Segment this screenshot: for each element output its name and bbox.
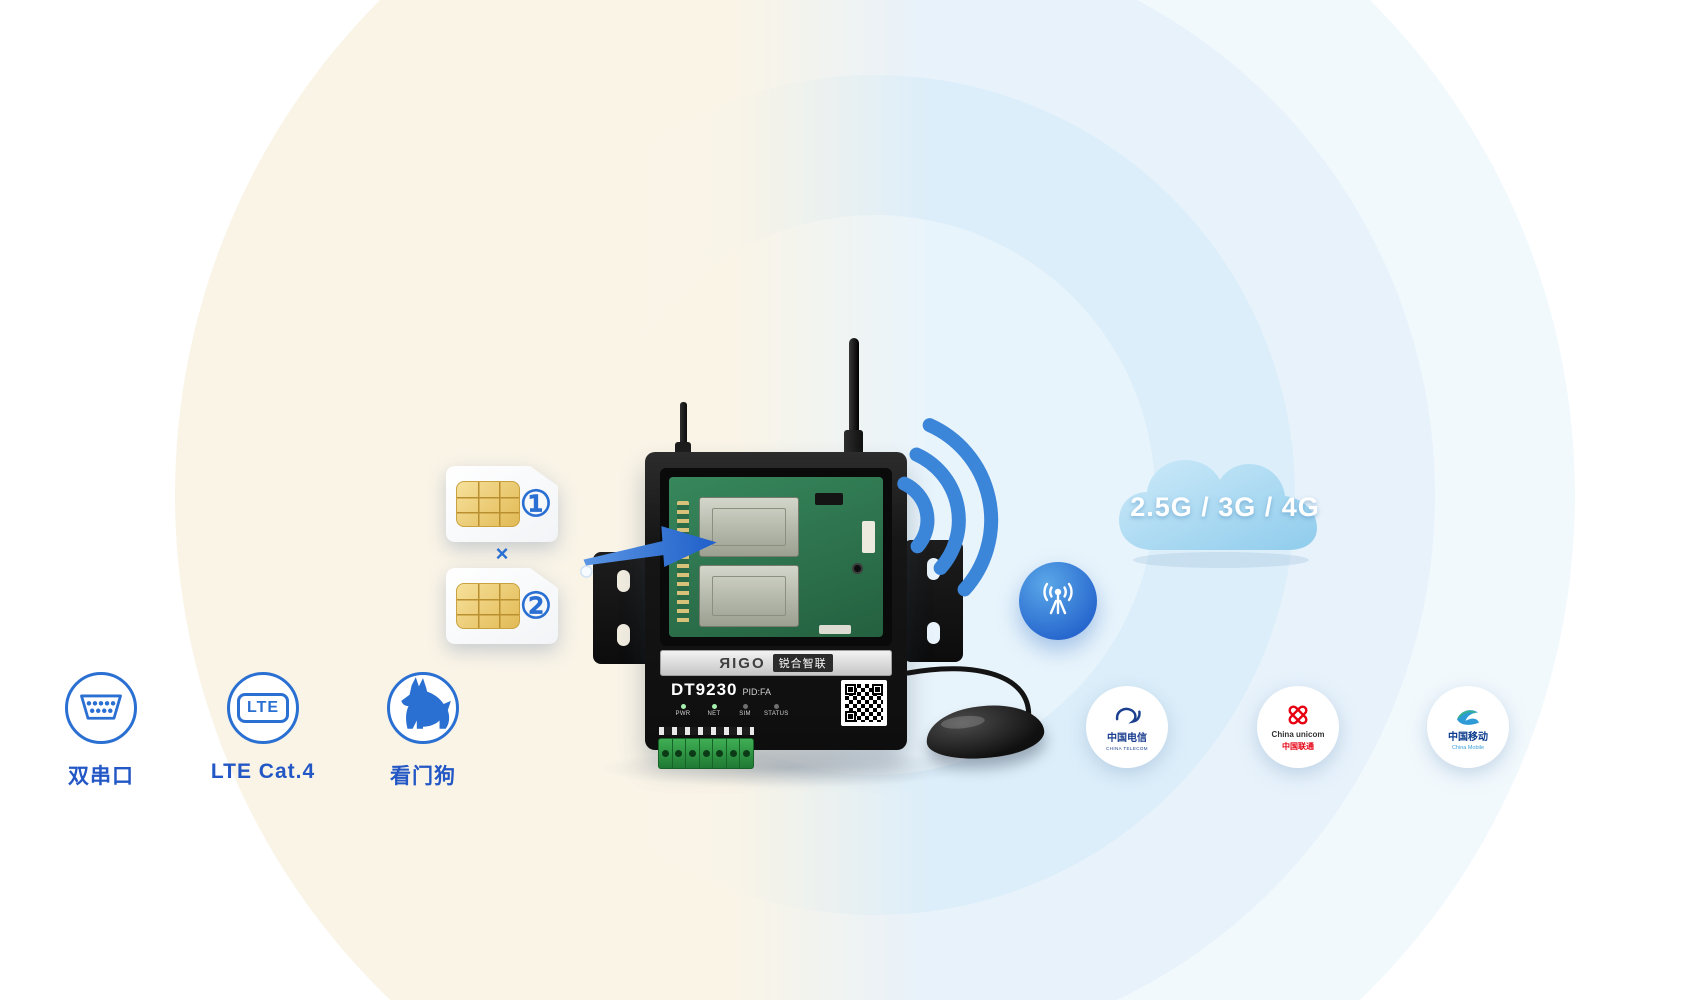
signal-waves-icon [897, 418, 999, 597]
qr-finder [872, 684, 883, 695]
serial-port-icon [65, 672, 137, 744]
mounting-hole [617, 570, 630, 592]
led-status: STATUS [764, 704, 788, 717]
lte-icon: LTE [227, 672, 299, 744]
pcb-component [819, 625, 851, 634]
pcb-connector [862, 521, 875, 553]
sim-slot-1 [699, 497, 799, 557]
carrier-china-mobile: 中国移动 China Mobile [1427, 686, 1509, 768]
feature-dual-serial: 双串口 [21, 672, 181, 790]
broadcast-antenna-icon [1019, 562, 1097, 640]
terminal-cell [700, 739, 714, 768]
qr-pattern [845, 684, 883, 722]
mounting-flange-left [593, 552, 655, 664]
feature-watchdog-label: 看门狗 [390, 765, 456, 788]
sim-card-1-number: ① [519, 483, 552, 524]
terminal-cell [673, 739, 687, 768]
led-net: NET [702, 704, 726, 717]
qr-finder [845, 684, 856, 695]
terminal-cell [686, 739, 700, 768]
carrier-china-unicom: China unicom 中国联通 [1257, 686, 1339, 768]
dtu-device: ЯIGO 锐合智联 DT9230 PID:FA PWR NET SIM STAT… [645, 452, 907, 750]
led-dot [773, 704, 779, 709]
china-unicom-icon [1288, 705, 1308, 725]
model-row: DT9230 PID:FA [671, 680, 771, 700]
china-mobile-icon [1457, 709, 1479, 725]
sim-card-2: ② [446, 568, 558, 644]
antenna-right-base [844, 430, 863, 456]
db9-connector-icon [80, 694, 122, 720]
china-telecom-icon [1115, 707, 1141, 724]
brand-logo-text: ЯIGO [719, 654, 766, 672]
watchdog-icon [387, 672, 459, 744]
carrier-name-cn: 中国电信 [1107, 733, 1147, 744]
carrier-name-cn: 中国联通 [1282, 742, 1314, 751]
brand-chinese-name: 锐合智联 [772, 654, 833, 672]
qr-finder [845, 711, 856, 722]
pcb-component [815, 493, 843, 505]
sim-card-2-number: ② [519, 585, 552, 626]
led-dot [711, 704, 717, 709]
sim-slot-2 [699, 565, 799, 627]
terminal-cell [659, 739, 673, 768]
led-indicator-row: PWR NET SIM STATUS [671, 704, 788, 717]
led-sim: SIM [733, 704, 757, 717]
lte-badge: LTE [236, 693, 290, 723]
sim-multiply-mark: × [495, 541, 509, 566]
led-pwr: PWR [671, 704, 695, 717]
insert-arrow-icon [580, 526, 717, 578]
feature-dual-serial-label: 双串口 [68, 765, 134, 788]
terminal-cell [713, 739, 727, 768]
brand-label-band: ЯIGO 锐合智联 [660, 650, 892, 676]
antenna-glyph [1043, 582, 1073, 615]
qr-code [841, 680, 887, 726]
mounting-hole [927, 622, 940, 644]
circuit-board [669, 477, 883, 637]
carrier-name-cn: 中国移动 [1448, 731, 1488, 743]
led-dot [742, 704, 748, 709]
screw [852, 563, 863, 574]
sim-card-1: ① [446, 466, 558, 542]
terminal-cell [740, 739, 753, 768]
device-model: DT9230 [671, 680, 738, 699]
network-generations-label: 2.5G / 3G / 4G [1130, 492, 1320, 522]
pin-header [677, 501, 689, 623]
device-pid: PID:FA [742, 687, 771, 697]
sim-chip-icon [456, 583, 520, 629]
solder-pads [659, 727, 754, 735]
carrier-name-en: CHINA TELECOM [1106, 746, 1148, 751]
dog-icon [401, 677, 451, 729]
led-dot [680, 704, 686, 709]
antenna-left [680, 402, 687, 448]
gps-cable [905, 666, 1032, 726]
antenna-right [849, 338, 859, 440]
carrier-name-en: China unicom [1271, 730, 1325, 739]
mounting-hole [617, 624, 630, 646]
terminal-cell [727, 739, 741, 768]
feature-lte-label: LTE Cat.4 [210, 760, 316, 783]
feature-lte: LTE LTE Cat.4 [183, 672, 343, 784]
pcb-window [660, 468, 892, 646]
carrier-name-en: China Mobile [1451, 744, 1485, 751]
terminal-block [658, 738, 754, 769]
network-cloud [1119, 460, 1317, 568]
carrier-china-telecom: 中国电信 CHINA TELECOM [1086, 686, 1168, 768]
sim-chip-icon [456, 481, 520, 527]
feature-watchdog: 看门狗 [343, 672, 503, 790]
